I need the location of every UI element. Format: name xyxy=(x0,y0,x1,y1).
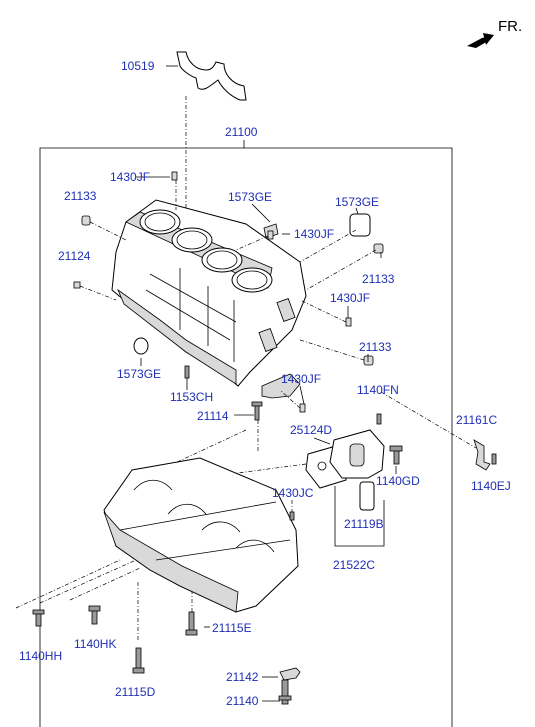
part-label-21522C[interactable]: 21522C xyxy=(333,558,376,572)
part-label-21114[interactable]: 21114 xyxy=(197,409,229,423)
part-label-21140[interactable]: 21140 xyxy=(226,694,259,708)
core-plug-icon xyxy=(133,337,149,355)
bolt-icon xyxy=(132,647,145,674)
part-label-21115E[interactable]: 21115E xyxy=(212,621,252,635)
part-label-1430JF[interactable]: 1430JF xyxy=(294,227,335,241)
part-label-21133[interactable]: 21133 xyxy=(362,272,395,286)
bracket-icon xyxy=(473,439,491,471)
part-label-1140HK[interactable]: 1140HK xyxy=(74,637,117,651)
part-label-21115D[interactable]: 21115D xyxy=(115,685,156,699)
part-label-25124D[interactable]: 25124D xyxy=(290,423,333,437)
part-label-1430JC[interactable]: 1430JC xyxy=(272,486,314,500)
part-label-1140GD[interactable]: 1140GD xyxy=(376,474,420,488)
plug-icon xyxy=(81,215,91,226)
front-direction-label: FR. xyxy=(498,18,523,35)
part-label-1430JF[interactable]: 1430JF xyxy=(330,291,371,305)
dowel-pin-icon xyxy=(267,230,274,240)
part-label-1140EJ[interactable]: 1140EJ xyxy=(471,479,511,493)
plug-icon xyxy=(373,243,384,254)
bolt-icon xyxy=(376,413,382,425)
part-label-21133[interactable]: 21133 xyxy=(359,340,392,354)
part-label-1140HH[interactable]: 1140HH xyxy=(19,649,63,663)
part-label-1153CH[interactable]: 1153CH xyxy=(170,390,214,404)
dowel-pin-icon xyxy=(345,317,352,327)
part-label-21142[interactable]: 21142 xyxy=(226,670,259,684)
part-label-21161C[interactable]: 21161C xyxy=(456,413,498,427)
oil-jet-icon xyxy=(278,667,301,705)
core-plug-icon xyxy=(349,213,371,237)
bolt-icon xyxy=(32,609,45,627)
part-label-1430JF[interactable]: 1430JF xyxy=(110,170,151,184)
dowel-pin-icon xyxy=(299,403,306,413)
part-label-1573GE[interactable]: 1573GE xyxy=(228,190,273,204)
part-label-21124[interactable]: 21124 xyxy=(58,249,91,263)
bolt-icon xyxy=(491,453,497,465)
plug-icon xyxy=(363,355,374,366)
part-label-21133[interactable]: 21133 xyxy=(64,189,97,203)
lower-crankcase xyxy=(103,457,299,613)
part-label-1573GE[interactable]: 1573GE xyxy=(117,367,162,381)
part-label-10519[interactable]: 10519 xyxy=(121,59,155,73)
part-label-1140FN[interactable]: 1140FN xyxy=(357,383,399,397)
part-label-1430JF[interactable]: 1430JF xyxy=(281,372,322,386)
part-label-21119B[interactable]: 21119B xyxy=(344,517,384,531)
cylinder-block xyxy=(111,199,307,387)
plug-icon xyxy=(73,281,81,289)
main-bearing-cap xyxy=(166,51,247,101)
bolt-icon xyxy=(185,611,198,636)
filter-housing xyxy=(289,429,403,521)
bracket-icon xyxy=(261,373,301,399)
part-label-21100[interactable]: 21100 xyxy=(225,125,258,139)
bolt-icon xyxy=(88,605,101,625)
assembly-frame xyxy=(244,147,453,727)
part-label-1573GE[interactable]: 1573GE xyxy=(335,195,380,209)
front-arrow-icon xyxy=(467,33,494,48)
dowel-pin-icon xyxy=(171,171,178,181)
stud-icon xyxy=(184,365,190,379)
